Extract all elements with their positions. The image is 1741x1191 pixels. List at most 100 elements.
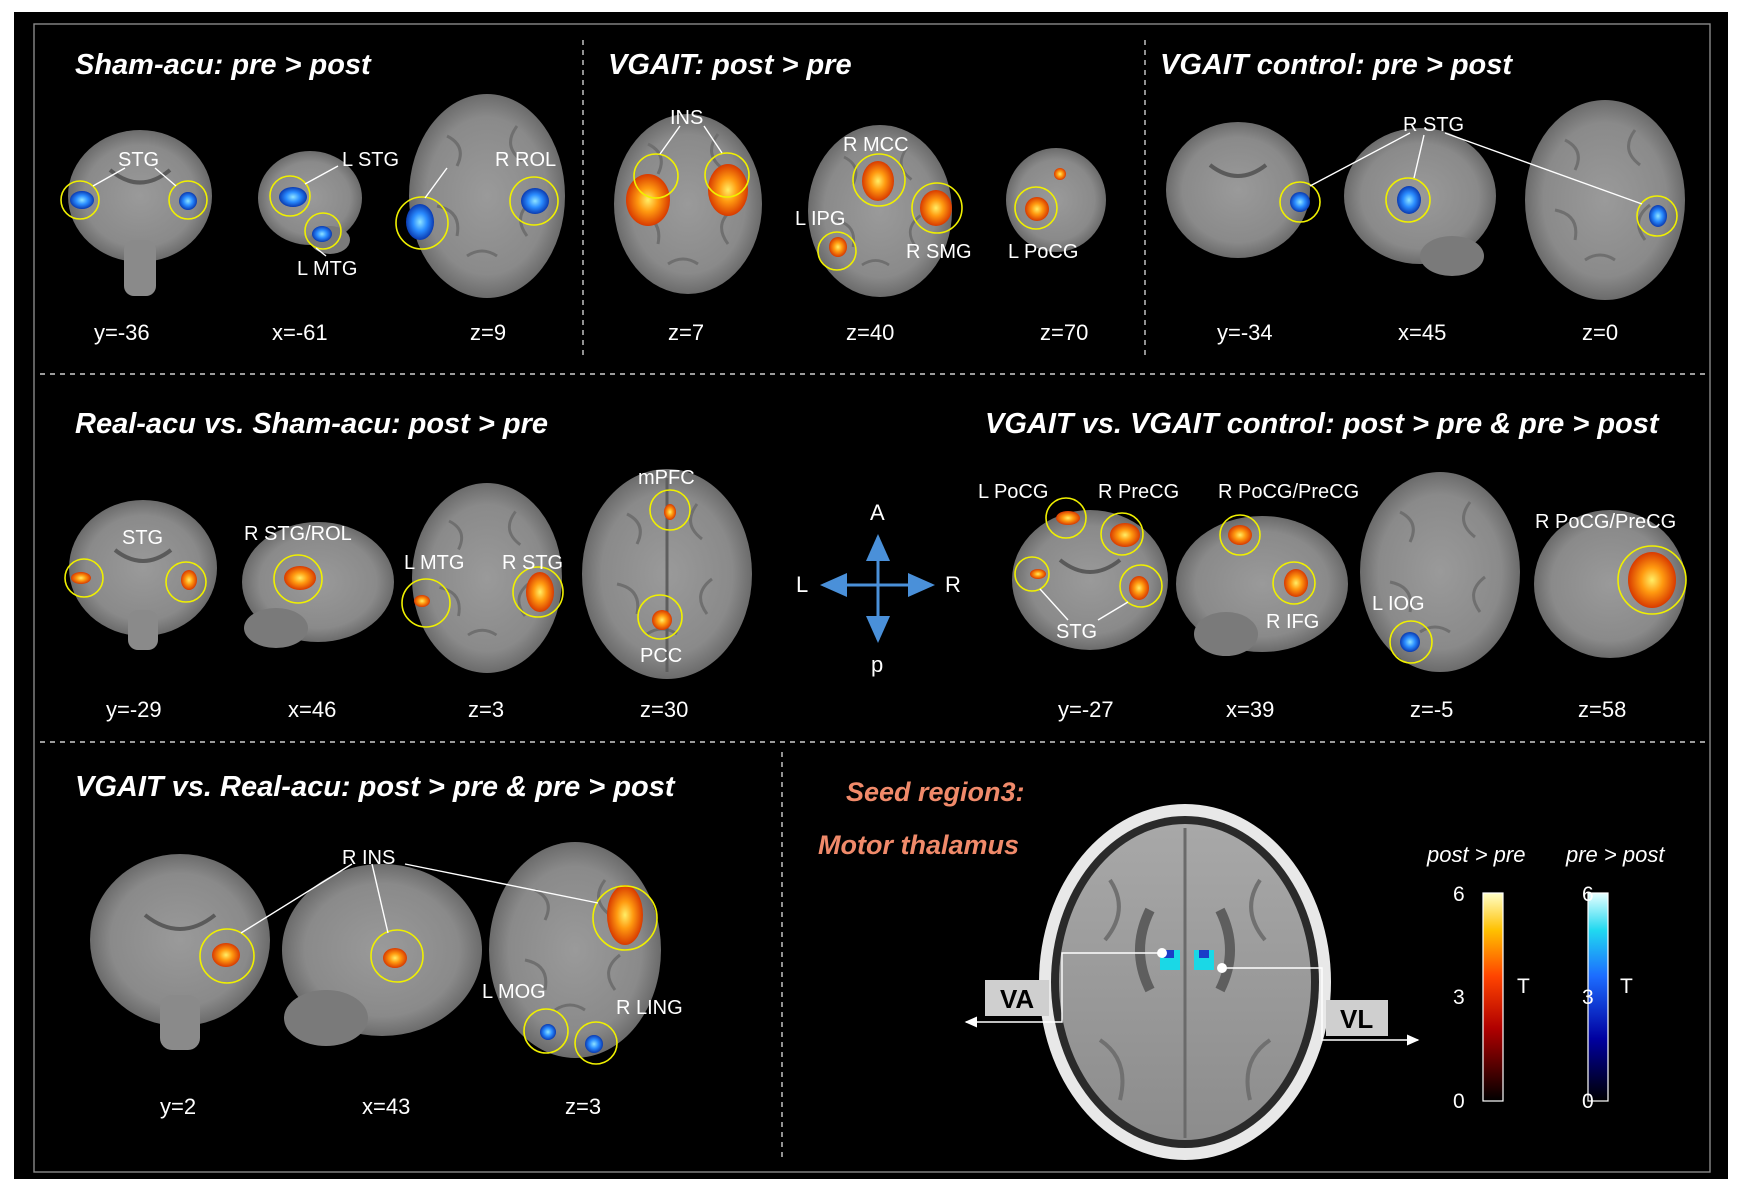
region-label: L PoCG xyxy=(1008,241,1078,263)
roi-circle xyxy=(273,554,323,604)
region-label: L IPG xyxy=(795,208,845,230)
activation-blob xyxy=(540,1024,556,1040)
brain-sagittal xyxy=(282,864,482,1046)
roi-circle xyxy=(1119,564,1163,608)
activation-blob xyxy=(1284,569,1308,597)
colorbar-gradient xyxy=(1482,892,1504,1102)
slice-coordinate: z=70 xyxy=(1040,320,1088,345)
leader-line xyxy=(703,125,723,154)
vl-label: VL xyxy=(1340,1004,1373,1034)
roi-circle xyxy=(1014,186,1058,230)
colorbar-mid: 3 xyxy=(1582,986,1594,1009)
roi-circle xyxy=(523,1008,569,1054)
activation-blob xyxy=(607,885,643,945)
region-label: INS xyxy=(670,107,703,129)
activation-blob xyxy=(1056,511,1080,525)
panel-seed: Seed region3: Motor thalamus VA VL xyxy=(818,777,1420,1160)
activation-blob xyxy=(383,948,407,968)
region-label: L MOG xyxy=(482,981,546,1003)
roi-circle xyxy=(304,212,342,250)
slice-coordinate: y=-29 xyxy=(106,697,162,722)
colorbar-min: 0 xyxy=(1582,1090,1594,1113)
leader-line xyxy=(1413,134,1425,179)
panel-title: Sham-acu: pre > post xyxy=(75,49,372,81)
seed-title-line2: Motor thalamus xyxy=(818,830,1019,860)
activation-blob xyxy=(1129,576,1149,600)
activation-blob xyxy=(664,504,676,520)
activation-blob xyxy=(1025,168,1066,221)
roi-circle xyxy=(401,578,451,628)
region-label: R STG xyxy=(1403,114,1464,136)
activation-blob xyxy=(71,572,91,584)
roi-circle xyxy=(509,176,559,226)
panel-vgait-control: VGAIT control: pre > post R STG y=-34 x=… xyxy=(1160,49,1685,345)
roi-circle xyxy=(1385,177,1431,223)
brain-coronal xyxy=(69,500,217,650)
slice-coordinate: z=-5 xyxy=(1410,697,1453,722)
panel-real-vs-sham: Real-acu vs. Sham-acu: post > pre STG R … xyxy=(64,408,752,722)
activation-blob xyxy=(1228,525,1252,545)
region-label: R INS xyxy=(342,847,395,869)
brain-axial xyxy=(1525,100,1685,300)
region-label: R LING xyxy=(616,997,683,1019)
colorbar-title: post > pre xyxy=(1426,842,1525,867)
brain-axial xyxy=(1360,472,1520,672)
leader-line xyxy=(1444,132,1643,205)
brain-sagittal xyxy=(242,522,394,648)
panel-sham: Sham-acu: pre > post STG L STG L M xyxy=(60,49,565,345)
region-label: R PreCG xyxy=(1098,481,1179,503)
roi-circle xyxy=(395,196,449,250)
brain-axial xyxy=(412,483,562,673)
activation-blob xyxy=(212,943,240,967)
roi-circle xyxy=(633,153,679,199)
activation-blob xyxy=(414,595,430,607)
panel-title: VGAIT control: pre > post xyxy=(1160,49,1513,81)
brain-sagittal xyxy=(1176,516,1348,656)
slice-coordinate: z=3 xyxy=(565,1094,601,1119)
orientation-label: A xyxy=(870,500,885,525)
leader-line xyxy=(1097,601,1129,621)
colorbar-mid: 3 xyxy=(1453,986,1465,1009)
activation-blob xyxy=(1290,192,1310,212)
leader-line xyxy=(659,125,681,155)
activation-blob xyxy=(70,191,197,210)
slice-coordinate: x=43 xyxy=(362,1094,410,1119)
slice-coordinate: z=9 xyxy=(470,320,506,345)
orientation-label: L xyxy=(796,572,808,597)
region-label: R SMG xyxy=(906,241,972,263)
roi-circle xyxy=(168,180,208,220)
roi-circle xyxy=(1617,545,1687,615)
roi-circle xyxy=(1014,556,1050,592)
panel-vgait-vs-control: VGAIT vs. VGAIT control: post > pre & pr… xyxy=(978,408,1687,722)
seed-roi-left-va xyxy=(1164,950,1174,958)
roi-circle xyxy=(637,594,683,640)
activation-blob xyxy=(1649,205,1667,227)
va-label: VA xyxy=(1000,984,1034,1014)
region-label: L STG xyxy=(342,149,399,171)
activation-blob xyxy=(829,161,952,257)
region-label: STG xyxy=(118,149,159,171)
region-label: L MTG xyxy=(404,552,464,574)
colorbar-gradient xyxy=(1587,892,1609,1102)
panel-title: VGAIT vs. VGAIT control: post > pre & pr… xyxy=(985,408,1660,440)
activation-blob xyxy=(1030,569,1046,579)
colorbar-title: pre > post xyxy=(1565,842,1665,867)
slice-coordinate: x=46 xyxy=(288,697,336,722)
panel-vgait: VGAIT: post > pre INS R MCC L IPG R SMG xyxy=(608,49,1106,345)
roi-circle xyxy=(60,180,100,220)
panel-title: VGAIT: post > pre xyxy=(608,49,852,81)
leader-line xyxy=(240,863,353,934)
vl-label-box xyxy=(1326,1000,1388,1036)
activation-blob xyxy=(279,187,332,242)
slice-coordinate: z=0 xyxy=(1582,320,1618,345)
region-label: STG xyxy=(122,527,163,549)
region-label: R STG xyxy=(502,552,563,574)
roi-circle xyxy=(704,152,750,198)
roi-circle xyxy=(911,182,963,234)
activation-blob xyxy=(1400,632,1420,652)
roi-circle xyxy=(269,175,311,217)
roi-circle xyxy=(852,153,906,207)
activation-blob xyxy=(406,188,549,240)
